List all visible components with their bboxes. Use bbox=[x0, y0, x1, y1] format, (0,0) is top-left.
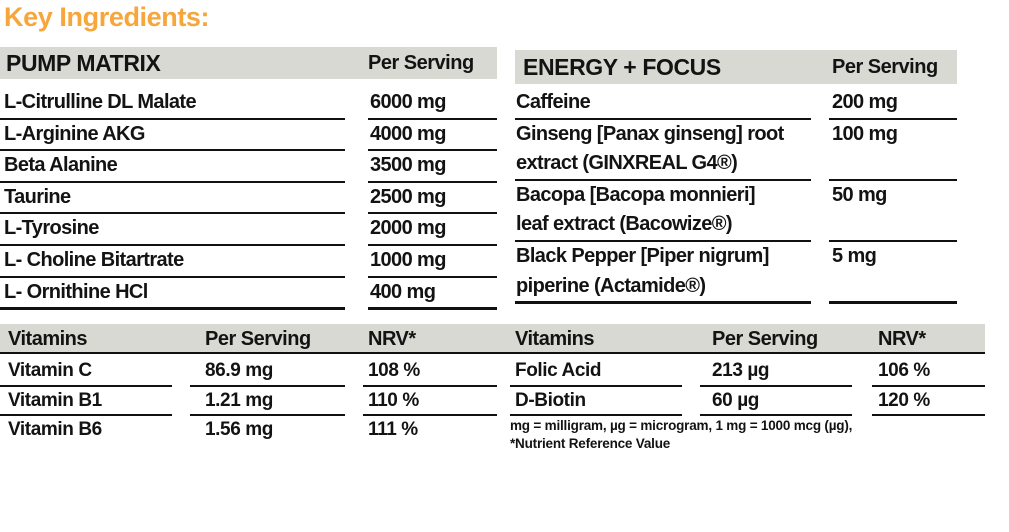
ingredient-amount: 4000 mg bbox=[368, 120, 497, 152]
ingredient-nrv: 120 % bbox=[872, 387, 985, 416]
ingredient-nrv: 111 % bbox=[368, 419, 418, 440]
ingredient-name: L-Citrulline DL Malate bbox=[0, 88, 345, 120]
page-title: Key Ingredients: bbox=[4, 2, 210, 32]
ingredient-amount: 213 µg bbox=[700, 357, 852, 387]
ingredient-amount: 400 mg bbox=[368, 278, 497, 311]
vitamins-right-per-serving-label: Per Serving bbox=[712, 327, 818, 350]
units-footnote: mg = milligram, µg = microgram, 1 mg = 1… bbox=[510, 417, 990, 453]
vitamins-right-title: Vitamins bbox=[515, 327, 595, 350]
ingredient-amount: 60 µg bbox=[700, 387, 852, 416]
ingredient-name: Vitamin C bbox=[0, 357, 172, 387]
units-footnote-line2: *Nutrient Reference Value bbox=[510, 436, 671, 451]
energy-focus-header: ENERGY + FOCUS Per Serving bbox=[515, 50, 957, 84]
ingredient-row: Vitamin B1 1.21 mg 110 % bbox=[0, 387, 497, 416]
energy-focus-title: ENERGY + FOCUS bbox=[523, 53, 721, 80]
energy-focus-rows: Caffeine 200 mg Ginseng [Panax ginseng] ro… bbox=[515, 88, 957, 305]
ingredient-amount: 5 mg bbox=[829, 242, 957, 305]
vitamins-right-rows: Folic Acid 213 µg 106 % D-Biotin 60 µg 120 % bbox=[510, 357, 985, 416]
pump-matrix-table: PUMP MATRIX Per Serving L-Citrulline DL … bbox=[0, 47, 497, 311]
pump-matrix-header: PUMP MATRIX Per Serving bbox=[0, 47, 497, 79]
ingredient-nrv: 110 % bbox=[363, 387, 497, 416]
pump-matrix-per-serving-label: Per Serving bbox=[368, 51, 474, 74]
ingredient-name: Taurine bbox=[0, 183, 345, 215]
ingredient-amount: 50 mg bbox=[829, 181, 957, 242]
vitamins-left-rows: Vitamin C 86.9 mg 108 % Vitamin B1 1.21 mg 11… bbox=[0, 357, 497, 446]
ingredient-name: Vitamin B6 bbox=[8, 419, 102, 440]
ingredient-name: L-Arginine AKG bbox=[0, 120, 345, 152]
vitamins-left-nrv-label: NRV* bbox=[368, 327, 416, 350]
ingredient-amount: 2000 mg bbox=[368, 214, 497, 246]
ingredient-name: Bacopa [Bacopa monnieri]leaf extract (Ba… bbox=[515, 181, 811, 242]
ingredient-name: Vitamin B1 bbox=[0, 387, 172, 416]
ingredient-name: Folic Acid bbox=[510, 357, 682, 387]
ingredient-row: D-Biotin 60 µg 120 % bbox=[510, 387, 985, 416]
ingredient-name: L-Tyrosine bbox=[0, 214, 345, 246]
ingredient-row: L-Arginine AKG 4000 mg bbox=[0, 120, 497, 152]
ingredient-name: L- Ornithine HCl bbox=[0, 278, 345, 311]
vitamins-header-bar bbox=[0, 324, 985, 354]
ingredient-row: L- Choline Bitartrate 1000 mg bbox=[0, 246, 497, 278]
ingredient-nrv: 106 % bbox=[872, 357, 985, 387]
vitamins-table-left: Vitamins Per Serving NRV* Vitamin C 86.9 … bbox=[0, 324, 497, 446]
ingredient-amount: 6000 mg bbox=[368, 88, 497, 120]
ingredient-amount: 200 mg bbox=[829, 88, 957, 120]
ingredient-amount: 2500 mg bbox=[368, 183, 497, 215]
ingredient-row: Folic Acid 213 µg 106 % bbox=[510, 357, 985, 387]
ingredient-amount: 100 mg bbox=[829, 120, 957, 181]
ingredient-row: Vitamin B6 1.56 mg 111 % bbox=[0, 416, 497, 446]
ingredient-nrv: 108 % bbox=[363, 357, 497, 387]
ingredient-name: Beta Alanine bbox=[0, 151, 345, 183]
ingredient-amount: 1000 mg bbox=[368, 246, 497, 278]
vitamins-left-header: Vitamins Per Serving NRV* bbox=[0, 324, 497, 357]
ingredient-name: D-Biotin bbox=[510, 387, 682, 416]
vitamins-left-per-serving-label: Per Serving bbox=[205, 327, 311, 350]
vitamins-left-title: Vitamins bbox=[8, 327, 88, 350]
ingredient-row: Bacopa [Bacopa monnieri]leaf extract (Ba… bbox=[515, 181, 957, 242]
ingredient-row: L- Ornithine HCl 400 mg bbox=[0, 278, 497, 311]
ingredient-amount: 1.21 mg bbox=[190, 387, 345, 416]
pump-matrix-title: PUMP MATRIX bbox=[6, 49, 161, 76]
ingredient-row: Vitamin C 86.9 mg 108 % bbox=[0, 357, 497, 387]
ingredient-amount: 3500 mg bbox=[368, 151, 497, 183]
ingredient-row: Taurine 2500 mg bbox=[0, 183, 497, 215]
ingredient-row: L-Citrulline DL Malate 6000 mg bbox=[0, 88, 497, 120]
energy-focus-per-serving-label: Per Serving bbox=[832, 55, 938, 78]
ingredient-row: Caffeine 200 mg bbox=[515, 88, 957, 120]
ingredient-amount: 86.9 mg bbox=[190, 357, 345, 387]
ingredient-amount: 1.56 mg bbox=[205, 419, 273, 440]
vitamins-table-right: Vitamins Per Serving NRV* Folic Acid 213 … bbox=[510, 324, 985, 416]
ingredient-row: L-Tyrosine 2000 mg bbox=[0, 214, 497, 246]
ingredient-row: Beta Alanine 3500 mg bbox=[0, 151, 497, 183]
vitamins-right-nrv-label: NRV* bbox=[878, 327, 926, 350]
ingredient-name: Caffeine bbox=[515, 88, 811, 120]
ingredient-name: L- Choline Bitartrate bbox=[0, 246, 345, 278]
vitamins-right-header: Vitamins Per Serving NRV* bbox=[510, 324, 985, 357]
ingredient-name: Black Pepper [Piper nigrum]piperine (Act… bbox=[515, 242, 811, 305]
ingredient-row: Black Pepper [Piper nigrum]piperine (Act… bbox=[515, 242, 957, 305]
units-footnote-line1: mg = milligram, µg = microgram, 1 mg = 1… bbox=[510, 418, 853, 433]
energy-focus-table: ENERGY + FOCUS Per Serving Caffeine 200 m… bbox=[515, 50, 957, 305]
